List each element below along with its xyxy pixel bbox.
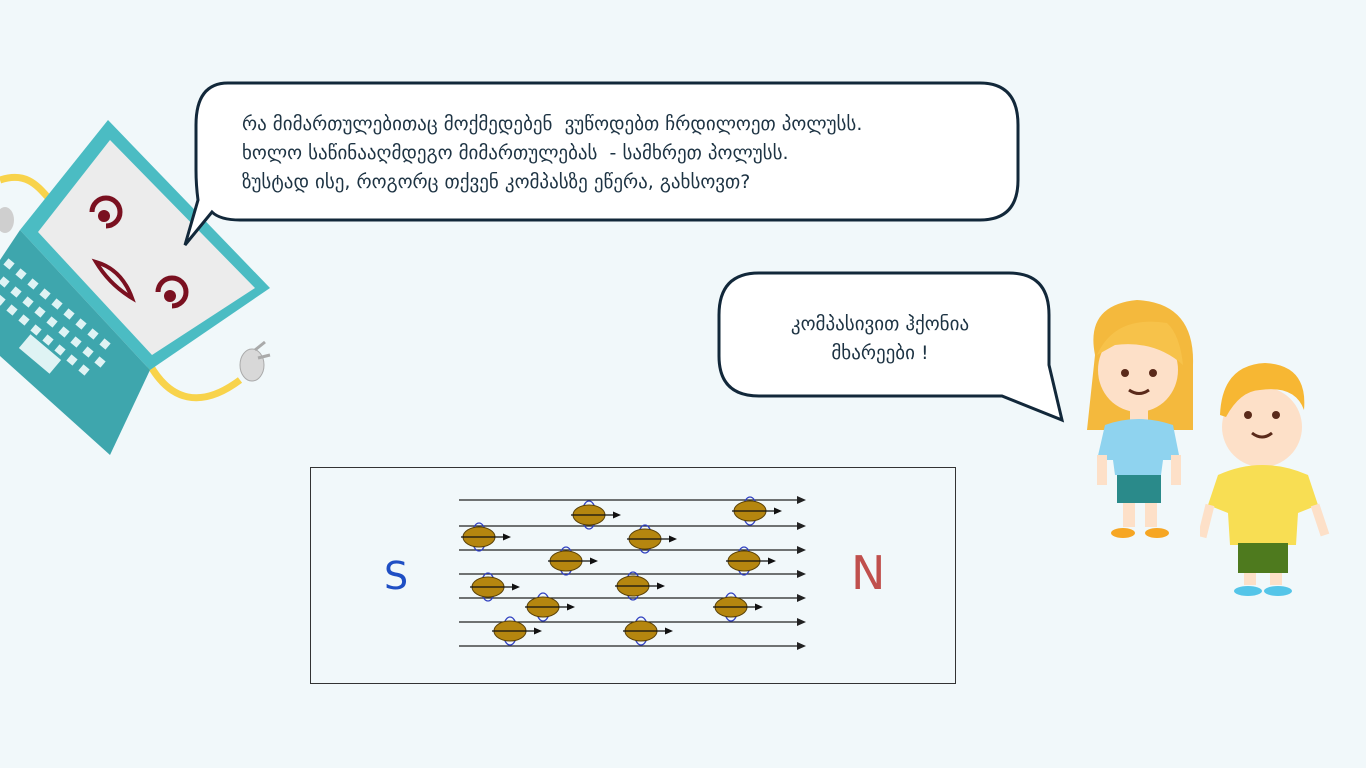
main-bubble-text: რა მიმართულებითაც მოქმედებენ ვუწოდებთ ჩრ…	[242, 110, 862, 197]
kids-bubble-text: კომპასივით ჰქონია მხარეები !	[735, 310, 1025, 368]
kids-bubble-line-1: კომპასივით ჰქონია	[790, 313, 970, 335]
speech-bubble-main	[183, 81, 1020, 246]
magnetic-domain-icon	[615, 571, 665, 601]
hand-icon	[239, 340, 271, 382]
field-line-arrowhead	[797, 618, 806, 626]
magnetic-domain-icon	[461, 522, 511, 552]
main-bubble-line-3: ზუსტად ისე, როგორც თქვენ კომპასზე ეწერა,…	[242, 171, 751, 193]
south-pole-label: S	[384, 554, 409, 598]
magnetic-domain-icon	[623, 616, 673, 646]
laptop-eyes	[89, 195, 189, 309]
magnetic-domain-icon	[571, 500, 621, 530]
magnetic-domain-icon	[732, 496, 782, 526]
field-lines-area	[459, 496, 806, 650]
field-line-arrowhead	[797, 642, 806, 650]
field-line-arrowhead	[797, 522, 806, 530]
field-line-arrowhead	[797, 496, 806, 504]
laptop-character-icon	[0, 120, 271, 455]
magnetic-domain-icon	[470, 572, 520, 602]
kids-bubble-line-2: მხარეები !	[831, 342, 929, 364]
speech-bubble-kids	[717, 271, 1065, 423]
girl-character-icon	[1087, 300, 1194, 538]
main-bubble-line-1: რა მიმართულებითაც მოქმედებენ ვუწოდებთ ჩრ…	[242, 113, 863, 135]
field-line-arrowhead	[797, 594, 806, 602]
magnetic-domain-icon	[548, 546, 598, 576]
field-line-arrowhead	[797, 546, 806, 554]
boy-character-icon	[1200, 363, 1330, 596]
main-bubble-line-2: ხოლო საწინააღმდეგო მიმართულებას - სამხრე…	[242, 142, 789, 164]
magnetic-domain-icon	[525, 592, 575, 622]
magnetic-domain-icon	[713, 592, 763, 622]
north-pole-label: N	[851, 546, 886, 600]
magnet-domain-diagram: S N	[310, 467, 956, 684]
magnetic-domain-icon	[726, 546, 776, 576]
magnetic-domain-icon	[492, 616, 542, 646]
field-line-arrowhead	[797, 570, 806, 578]
magnetic-domain-icon	[627, 524, 677, 554]
